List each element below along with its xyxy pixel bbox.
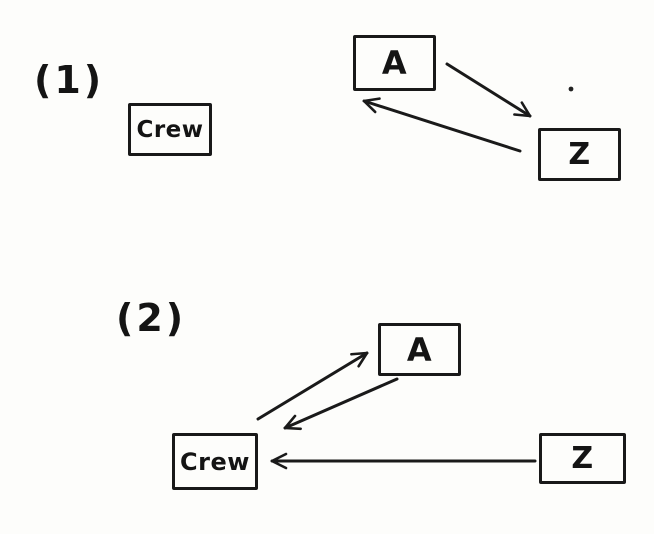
figure1-arrow-a-to-z xyxy=(445,62,532,118)
figure2-arrow-a-to-crew xyxy=(283,377,399,431)
figure1-node-z: Z xyxy=(538,128,621,181)
figure2-node-crew-label: Crew xyxy=(180,447,250,476)
figure1-arrow-z-to-a xyxy=(362,97,522,153)
figure2-node-z: Z xyxy=(539,433,626,484)
figure1-node-crew: Crew xyxy=(128,103,212,156)
figure2-node-a-label: A xyxy=(406,330,433,369)
figure2-arrow-crew-to-a xyxy=(256,351,369,421)
figure1-node-a-label: A xyxy=(381,44,408,82)
figure2-node-z-label: Z xyxy=(571,441,594,476)
figure1-node-crew-label: Crew xyxy=(136,116,204,143)
figure2-node-a: A xyxy=(378,323,461,376)
figure1-label: (1) xyxy=(34,58,105,102)
figure2-node-crew: Crew xyxy=(172,433,258,490)
figure2-label: (2) xyxy=(116,296,187,340)
figure1-node-z-label: Z xyxy=(568,137,591,172)
figure1-node-a: A xyxy=(353,35,436,91)
ink-speck xyxy=(568,86,574,92)
